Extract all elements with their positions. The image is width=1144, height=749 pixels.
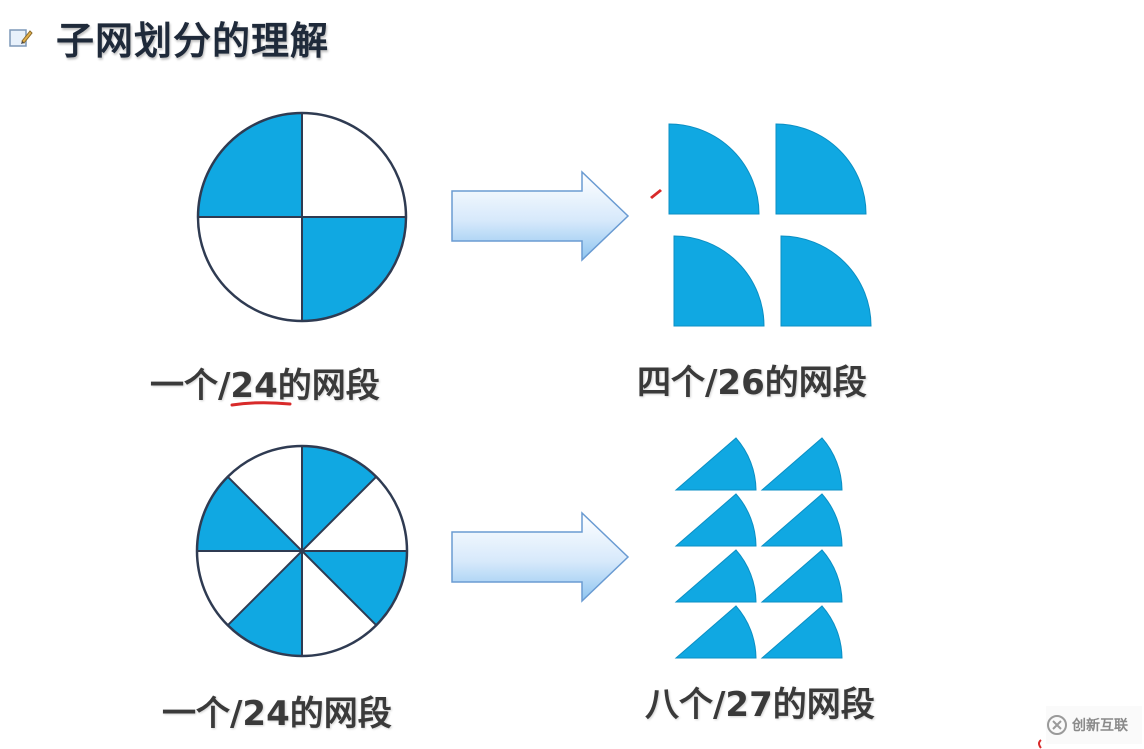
title-bar: 子网划分的理解: [8, 10, 329, 65]
quarter-piece-3: [673, 235, 765, 327]
caption-one-24-bottom: 一个/24的网段: [162, 694, 392, 734]
red-pen-mark: [650, 189, 662, 199]
watermark: 创新互联: [1046, 706, 1142, 744]
watermark-text: 创新互联: [1072, 718, 1128, 734]
quarter-top-left: [198, 113, 302, 217]
sector-piece-7: [674, 605, 757, 659]
chuangxin-logo-icon: [1047, 715, 1067, 735]
eight-sector-pieces: [674, 437, 843, 659]
red-underline-annotation: [230, 401, 292, 407]
circle-eight-sectors: [195, 444, 409, 658]
quarter-piece-2: [775, 123, 867, 215]
arrow-right-2: [451, 511, 630, 603]
edit-document-icon: [9, 28, 33, 47]
sector-piece-2: [760, 437, 843, 491]
quarter-piece-1: [668, 123, 760, 215]
sector-b: [302, 551, 407, 626]
sector-piece-8: [760, 605, 843, 659]
caption-four-26: 四个/26的网段: [637, 363, 867, 403]
sector-piece-5: [674, 549, 757, 603]
page-title: 子网划分的理解: [56, 19, 330, 63]
sector-piece-3: [674, 493, 757, 547]
sector-piece-1: [674, 437, 757, 491]
arrow-right-1: [451, 170, 630, 262]
sector-a: [302, 446, 377, 551]
sector-c: [227, 551, 302, 656]
four-quarter-pieces: [668, 123, 872, 327]
caption-one-24-top: 一个/24的网段: [150, 366, 380, 406]
sector-d: [197, 476, 302, 551]
circle-four-quarters: [196, 111, 408, 323]
sector-piece-4: [760, 493, 843, 547]
sector-piece-6: [760, 549, 843, 603]
quarter-piece-4: [780, 235, 872, 327]
red-corner-mark: [1038, 739, 1042, 749]
caption-eight-27: 八个/27的网段: [645, 685, 875, 725]
quarter-bottom-right: [302, 217, 406, 321]
